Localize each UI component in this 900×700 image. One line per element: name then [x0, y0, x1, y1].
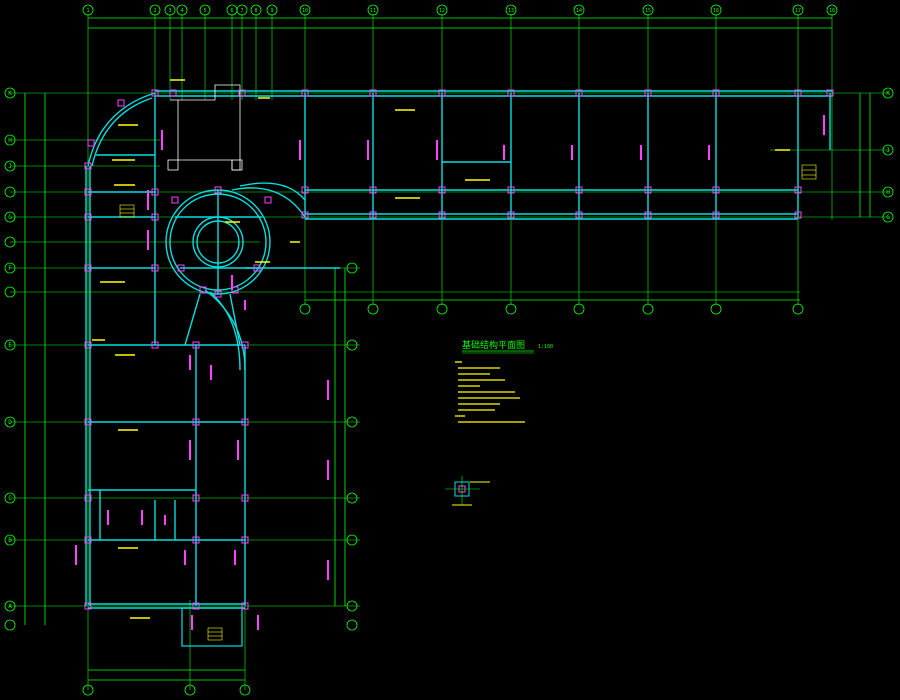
svg-text:H: H: [8, 137, 12, 144]
drawing-scale: 1:100: [538, 344, 553, 350]
room-label-marks: [92, 79, 790, 619]
grid-bubble-top-label: 9: [270, 8, 273, 14]
grid-bubbles-top: [82, 4, 838, 696]
beam-annotations: [75, 115, 825, 630]
svg-text:E: E: [8, 342, 12, 349]
grid-bubble-labels: K H J G F E D C B A K J H G: [8, 90, 890, 610]
grid-bubble-top-label: 13: [508, 8, 514, 14]
drawing-title: 基础结构平面图: [462, 339, 525, 351]
stair-outline: [167, 84, 243, 171]
grid-bubble-top-label: 2: [153, 8, 156, 14]
grid-bubble-top-label: 4: [180, 8, 183, 14]
svg-text:H: H: [886, 189, 890, 196]
svg-text:B: B: [8, 537, 12, 544]
svg-text:A: A: [8, 603, 12, 610]
drawing-notes: 基础结构平面图 1:100: [455, 339, 553, 423]
grid-bubble-top-label: 8: [254, 8, 257, 14]
grid-bubble-top-label: 18: [829, 8, 835, 14]
svg-text:G: G: [8, 214, 12, 221]
top-dimension-lines: [88, 17, 832, 681]
notes-text-lines: [455, 361, 525, 423]
svg-text:F: F: [8, 265, 12, 272]
svg-text:D: D: [8, 419, 12, 426]
svg-text:J: J: [8, 163, 12, 170]
grid-bubble-top-label: 3: [168, 8, 171, 14]
svg-text:G: G: [886, 214, 890, 221]
foundation-beams: [85, 90, 832, 609]
foundation-detail: [445, 476, 490, 506]
grid-bubble-top-label: 14: [576, 8, 582, 14]
grid-bubble-top-label: 17: [795, 8, 801, 14]
grid-bubbles-side: [4, 87, 894, 631]
circular-core: [165, 189, 271, 346]
grid-bubble-top-label: 7: [240, 8, 243, 14]
svg-text:C: C: [8, 495, 12, 502]
grid-bubble-top-label: 10: [302, 8, 308, 14]
grid-bubble-top-label: 12: [439, 8, 445, 14]
svg-text:J: J: [886, 147, 890, 154]
svg-text:K: K: [886, 90, 890, 97]
bottom-stair-bay: [181, 607, 243, 647]
grid-bubble-top-label: 11: [370, 8, 376, 14]
grid-bubble-top-label: 16: [713, 8, 719, 14]
stair-icons: [119, 164, 817, 641]
grid-bubble-top-label: 6: [230, 8, 233, 14]
grid-bubble-top-label: 5: [203, 8, 206, 14]
svg-text:K: K: [8, 90, 12, 97]
side-dimension-lines: [24, 93, 871, 625]
columns: [84, 89, 834, 610]
grid-bubble-top-label: 15: [645, 8, 651, 14]
grid-bubble-top-label: 1: [86, 8, 89, 14]
